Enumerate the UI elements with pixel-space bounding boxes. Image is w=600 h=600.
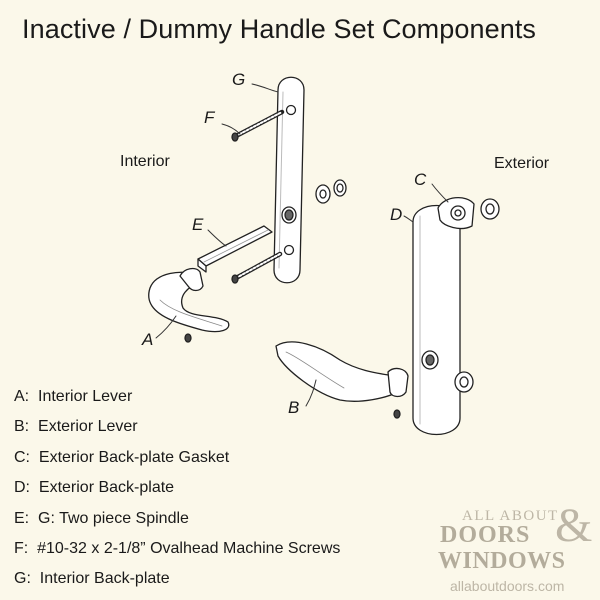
legend-text: Exterior Back-plate — [38, 479, 175, 497]
legend-letter: G: — [14, 570, 31, 588]
callout-d: D — [390, 205, 403, 224]
exterior-cap-upper — [480, 198, 500, 220]
spindle — [197, 225, 273, 273]
legend-text: #10-32 x 2-1/8” Ovalhead Machine Screws — [37, 539, 341, 557]
legend-letter: A: — [14, 388, 30, 405]
legend-letter: E: — [14, 509, 30, 527]
legend-item: A: Interior Lever — [14, 382, 340, 412]
exterior-lever — [275, 341, 409, 419]
callout-g: G — [232, 70, 246, 89]
legend-text: Interior Lever — [38, 388, 133, 405]
interior-lever — [148, 267, 230, 343]
callout-b: B — [288, 398, 300, 417]
legend-text: Interior Back-plate — [39, 570, 170, 588]
legend-item: F: #10-32 x 2-1/8” Ovalhead Machine Scre… — [14, 534, 340, 564]
interior-washers — [315, 179, 347, 204]
legend-letter: B: — [14, 418, 30, 436]
legend-letter: C: — [14, 448, 30, 466]
callout-e: E — [192, 215, 204, 234]
callout-c: C — [414, 170, 427, 189]
legend-item: D: Exterior Back-plate — [14, 473, 340, 503]
exterior-label: Exterior — [494, 155, 550, 172]
watermark-line-3: WINDOWS — [438, 548, 566, 574]
legend-text: Exterior Back-plate Gasket — [38, 448, 230, 466]
legend-item: G: Interior Back-plate — [14, 564, 340, 594]
watermark-line-1: ALL ABOUT — [462, 508, 559, 524]
legend-letter: F: — [14, 539, 29, 557]
legend-item: C: Exterior Back-plate Gasket — [14, 443, 340, 473]
interior-backplate — [273, 76, 305, 284]
page-title: Inactive / Dummy Handle Set Components — [22, 14, 537, 44]
machine-screw-upper — [231, 109, 285, 142]
legend-letter: D: — [14, 479, 30, 497]
legend-text: G: Two piece Spindle — [38, 509, 189, 527]
callout-a: A — [142, 330, 154, 349]
components-legend: A: Interior Lever B: Exterior Lever C: E… — [14, 382, 340, 595]
interior-label: Interior — [120, 153, 170, 170]
machine-screw-lower — [231, 251, 283, 284]
watermark-url: allaboutdoors.com — [450, 578, 565, 594]
exterior-gasket — [437, 197, 475, 230]
exterior-backplate — [412, 204, 461, 436]
watermark-ampersand: & — [555, 499, 593, 552]
watermark-line-2: DOORS — [440, 522, 531, 548]
callout-f: F — [204, 108, 215, 127]
legend-item: B: Exterior Lever — [14, 412, 340, 442]
exterior-cap-lower — [454, 371, 474, 393]
legend-item: E: G: Two piece Spindle — [14, 504, 340, 534]
legend-text: Exterior Lever — [38, 418, 138, 436]
leader-lines — [155, 83, 449, 407]
